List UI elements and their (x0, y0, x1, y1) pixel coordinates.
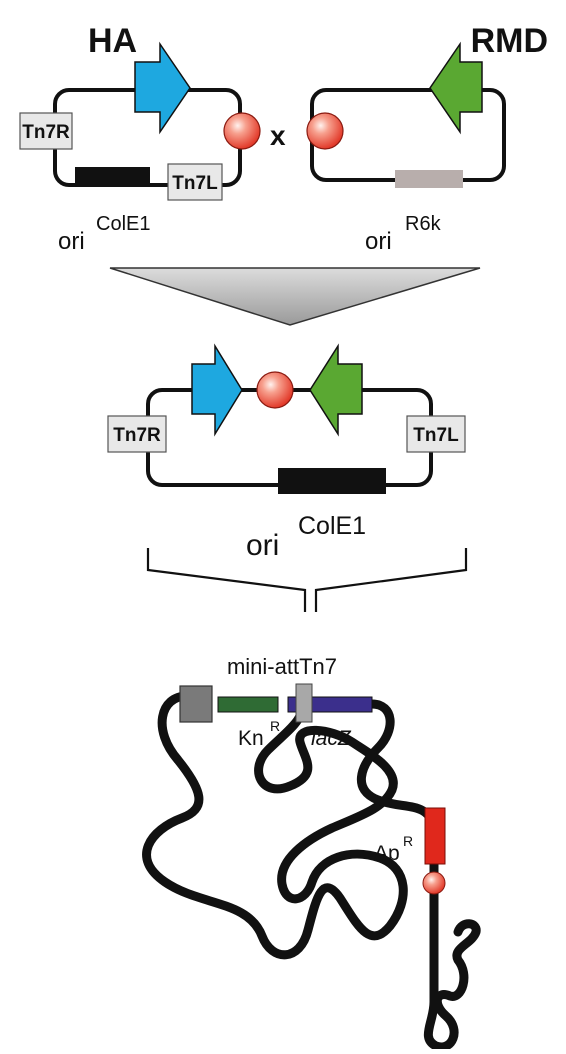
ori-cole1-block (75, 167, 150, 187)
mini-att-label: mini-attTn7 (227, 654, 337, 679)
recombined-plasmid: Tn7R Tn7L ori ColE1 (107, 343, 466, 562)
tn7l-label: Tn7L (172, 173, 218, 194)
ori-label-rmd: ori (365, 228, 392, 255)
rmd-title: RMD (471, 22, 548, 60)
sphere-icon (306, 112, 344, 150)
tn7r-label: Tn7R (22, 122, 70, 143)
kn-gene-block (217, 696, 279, 713)
ha-plasmid: Tn7R Tn7L ori ColE1 (19, 41, 261, 255)
tn7l-box: Tn7L (167, 163, 223, 201)
ori-r6k-block (395, 170, 463, 188)
ap-superscript: R (403, 833, 413, 849)
left-arrow-icon (429, 41, 483, 135)
left-arrow-icon (309, 343, 363, 437)
chromosome-strand-right (356, 699, 481, 1052)
cole1-label-ha: ColE1 (96, 213, 150, 235)
right-arrow-icon (134, 41, 191, 135)
tn7l-box: Tn7L (406, 415, 466, 453)
ha-title: HA (88, 22, 137, 60)
sphere-icon (422, 871, 446, 895)
funnel-triangle-icon (109, 267, 481, 326)
ori-label-recombined: ori (246, 529, 279, 562)
cole1-label-recombined: ColE1 (298, 512, 366, 540)
cross-symbol: x (270, 120, 286, 151)
tn7r-box: Tn7R (19, 112, 73, 150)
att-end-box-left (179, 685, 213, 723)
insertion-bracket (146, 548, 468, 612)
sphere-icon (223, 112, 261, 150)
ap-gene-block (424, 807, 446, 865)
sphere-icon (256, 371, 294, 409)
att-site-box (295, 683, 313, 723)
chromosome (142, 683, 481, 1052)
ap-label: Ap (374, 842, 400, 865)
kn-label: Kn (238, 727, 264, 750)
lacz-label: lacZ (311, 727, 352, 750)
ori-cole1-block (278, 468, 386, 494)
tn7r-box: Tn7R (107, 415, 167, 453)
r6k-label: R6k (405, 213, 442, 235)
kn-superscript: R (270, 718, 280, 734)
ori-label-ha: ori (58, 228, 85, 255)
tn7l-label: Tn7L (413, 425, 459, 446)
tn7r-label: Tn7R (113, 425, 161, 446)
right-arrow-icon (191, 343, 243, 437)
chromosome-strand-left (142, 691, 408, 960)
rmd-plasmid: ori R6k (306, 41, 506, 255)
